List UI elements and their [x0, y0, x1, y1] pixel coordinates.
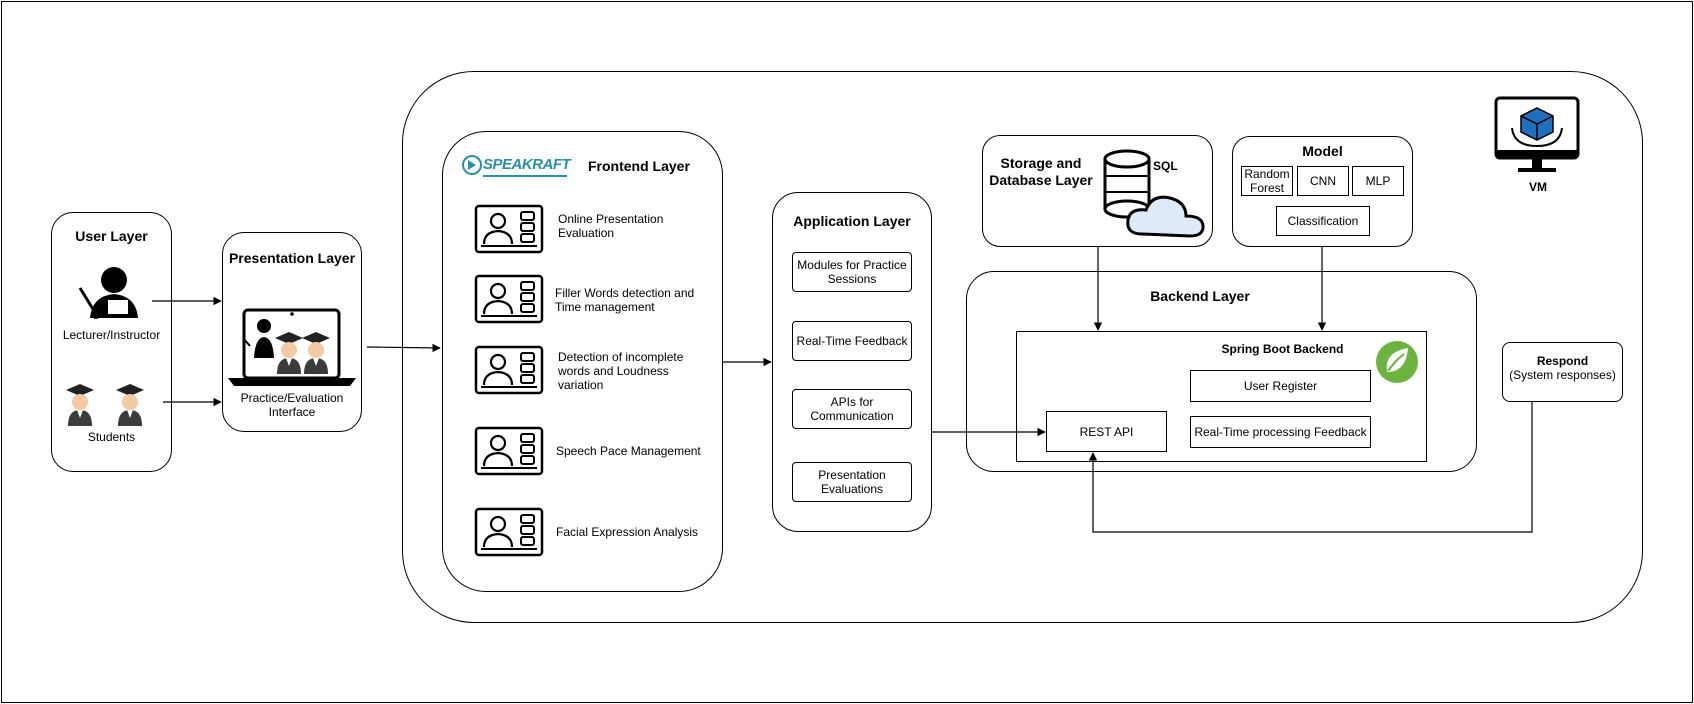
- database-cloud-icon: [1103, 149, 1205, 238]
- respond-subtitle: (System responses): [1509, 368, 1616, 382]
- model-classification: Classification: [1276, 206, 1370, 236]
- webinar-icon-5: [474, 507, 544, 557]
- model-mlp: MLP: [1352, 166, 1404, 196]
- app-item-4: Presentation Evaluations: [792, 462, 912, 502]
- rt-processing-box: Real-Time processing Feedback: [1190, 416, 1371, 448]
- webinar-icon-4: [474, 426, 544, 476]
- webinar-icon-3: [474, 345, 544, 395]
- laptop-icon: [228, 308, 356, 386]
- app-item-2: Real-Time Feedback: [792, 321, 912, 361]
- speakraft-logo: SPEAKRAFT: [483, 156, 571, 173]
- frontend-item-4: Speech Pace Management: [556, 444, 701, 458]
- storage-layer-title: Storage and Database Layer: [989, 155, 1093, 188]
- user-layer-title: User Layer: [75, 228, 148, 244]
- model-title: Model: [1302, 143, 1343, 159]
- frontend-item-3: Detection of incomplete words and Loudne…: [558, 350, 684, 392]
- frontend-item-1: Online Presentation Evaluation: [558, 212, 664, 240]
- spring-boot-icon: [1376, 341, 1418, 383]
- presentation-layer-title: Presentation Layer: [228, 250, 356, 266]
- students-icon: [66, 384, 144, 426]
- model-random-forest: Random Forest: [1241, 166, 1293, 196]
- vm-label: VM: [1529, 180, 1547, 194]
- frontend-layer-title: Frontend Layer: [588, 158, 690, 174]
- frontend-item-2: Filler Words detection and Time manageme…: [555, 286, 695, 314]
- speakraft-logo-icon: [462, 155, 567, 177]
- rest-api-box: REST API: [1046, 411, 1167, 452]
- lecturer-label: Lecturer/Instructor: [62, 328, 161, 342]
- interface-label: Practice/Evaluation Interface: [240, 391, 344, 419]
- respond-title: Respond: [1536, 354, 1589, 368]
- students-label: Students: [87, 430, 136, 444]
- sql-label: SQL: [1153, 159, 1178, 173]
- webinar-icon-1: [474, 204, 544, 254]
- frontend-item-5: Facial Expression Analysis: [556, 525, 699, 539]
- backend-layer-title: Backend Layer: [1150, 288, 1250, 304]
- arrow-respond-restapi: [1088, 402, 1533, 533]
- frontend-layer-box: [442, 131, 723, 592]
- arrow-presentation-frontend: [366, 343, 441, 353]
- storage-layer-box: [982, 135, 1213, 247]
- app-item-1: Modules for Practice Sessions: [792, 252, 912, 292]
- model-cnn: CNN: [1297, 166, 1349, 196]
- vm-monitor-icon: [1494, 96, 1580, 172]
- respond-box: [1502, 342, 1623, 402]
- spring-boot-title: Spring Boot Backend: [1221, 342, 1344, 356]
- application-layer-title: Application Layer: [793, 213, 911, 229]
- user-register-box: User Register: [1190, 370, 1371, 402]
- lecturer-icon: [78, 267, 138, 319]
- app-item-3: APIs for Communication: [792, 389, 912, 429]
- webinar-icon-2: [474, 274, 544, 324]
- user-layer-box: [51, 212, 172, 472]
